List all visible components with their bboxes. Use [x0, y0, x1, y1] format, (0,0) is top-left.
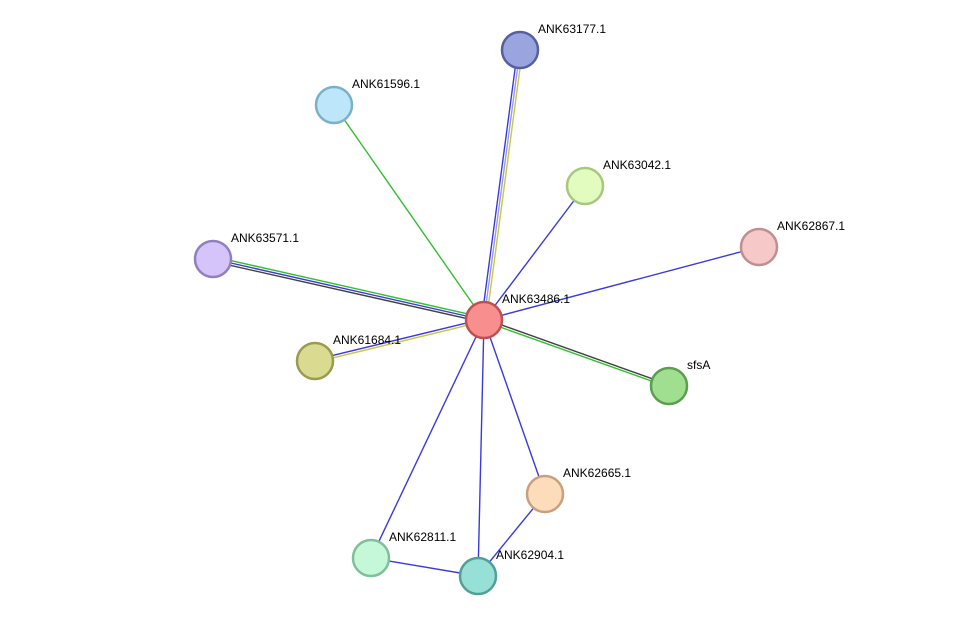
edge-ank63486-1-sfsa[interactable] — [483, 318, 670, 388]
edge-line — [333, 104, 485, 321]
node-ank62665-1[interactable]: ANK62665.1 — [525, 466, 631, 514]
nodes-layer: ANK63486.1 ANK63177.1ANK61596.1ANK63042.1… — [193, 22, 845, 596]
node-circle[interactable] — [193, 239, 233, 279]
node-circle[interactable] — [464, 300, 504, 340]
node-circle[interactable] — [351, 538, 391, 578]
node-circle[interactable] — [739, 227, 779, 267]
node-label: ANK61684.1 — [333, 333, 401, 347]
node-circle[interactable] — [649, 366, 689, 406]
node-ank62904-1[interactable]: ANK62904.1 — [458, 548, 564, 596]
node-label: ANK63177.1 — [538, 22, 606, 36]
edge-ank63486-1-ank63042-1[interactable] — [483, 185, 586, 321]
edge-line — [213, 255, 485, 319]
node-ank61684-1[interactable]: ANK61684.1 — [295, 333, 401, 381]
edge-line — [212, 260, 484, 324]
node-ank62867-1[interactable]: ANK62867.1 — [739, 219, 845, 267]
node-label: ANK63486.1 — [502, 292, 570, 306]
edge-line — [483, 246, 760, 321]
node-circle[interactable] — [565, 166, 605, 206]
node-ank61596-1[interactable]: ANK61596.1 — [314, 77, 420, 125]
node-circle[interactable] — [500, 30, 540, 70]
edge-ank63486-1-ank63177-1[interactable] — [480, 49, 524, 321]
edge-line — [212, 258, 485, 321]
edge-line — [477, 319, 485, 577]
edge-line — [370, 319, 485, 559]
node-ank63177-1[interactable]: ANK63177.1 — [500, 22, 606, 70]
node-label: ANK63042.1 — [603, 158, 671, 172]
node-label: ANK62811.1 — [389, 530, 456, 544]
node-sfsa[interactable]: sfsA — [649, 358, 710, 406]
node-label: ANK62904.1 — [496, 548, 564, 562]
edge-line — [315, 320, 485, 363]
edge-ank63486-1-ank62904-1[interactable] — [477, 319, 485, 577]
node-circle[interactable] — [458, 556, 498, 596]
node-ank63042-1[interactable]: ANK63042.1 — [565, 158, 671, 206]
edge-ank63486-1-ank61684-1[interactable] — [314, 318, 485, 363]
edge-line — [483, 320, 669, 388]
node-circle[interactable] — [525, 474, 565, 514]
edge-ank63486-1-ank61596-1[interactable] — [333, 104, 485, 321]
edges-layer — [212, 49, 760, 577]
edge-line — [480, 49, 519, 320]
node-ank62811-1[interactable]: ANK62811.1 — [351, 530, 456, 578]
node-label: ANK62665.1 — [563, 466, 631, 480]
node-label: ANK62867.1 — [777, 219, 845, 233]
edge-line — [483, 49, 521, 321]
edge-line — [483, 319, 546, 495]
edge-line — [483, 185, 586, 321]
node-label: ANK61596.1 — [352, 77, 420, 91]
edge-ank63486-1-ank62811-1[interactable] — [370, 319, 485, 559]
node-circle[interactable] — [295, 341, 335, 381]
node-ank63571-1[interactable]: ANK63571.1 — [193, 231, 299, 279]
node-label: ANK63571.1 — [231, 231, 299, 245]
edge-ank63486-1-ank62867-1[interactable] — [483, 246, 760, 321]
edge-line — [485, 50, 524, 321]
node-circle[interactable] — [314, 85, 354, 125]
edge-line — [484, 318, 670, 386]
node-ank63486-1[interactable]: ANK63486.1 — [464, 292, 570, 340]
edge-ank63486-1-ank63571-1[interactable] — [212, 255, 485, 324]
edge-line — [314, 318, 484, 361]
edge-ank63486-1-ank62665-1[interactable] — [483, 319, 546, 495]
node-label: sfsA — [687, 358, 710, 372]
